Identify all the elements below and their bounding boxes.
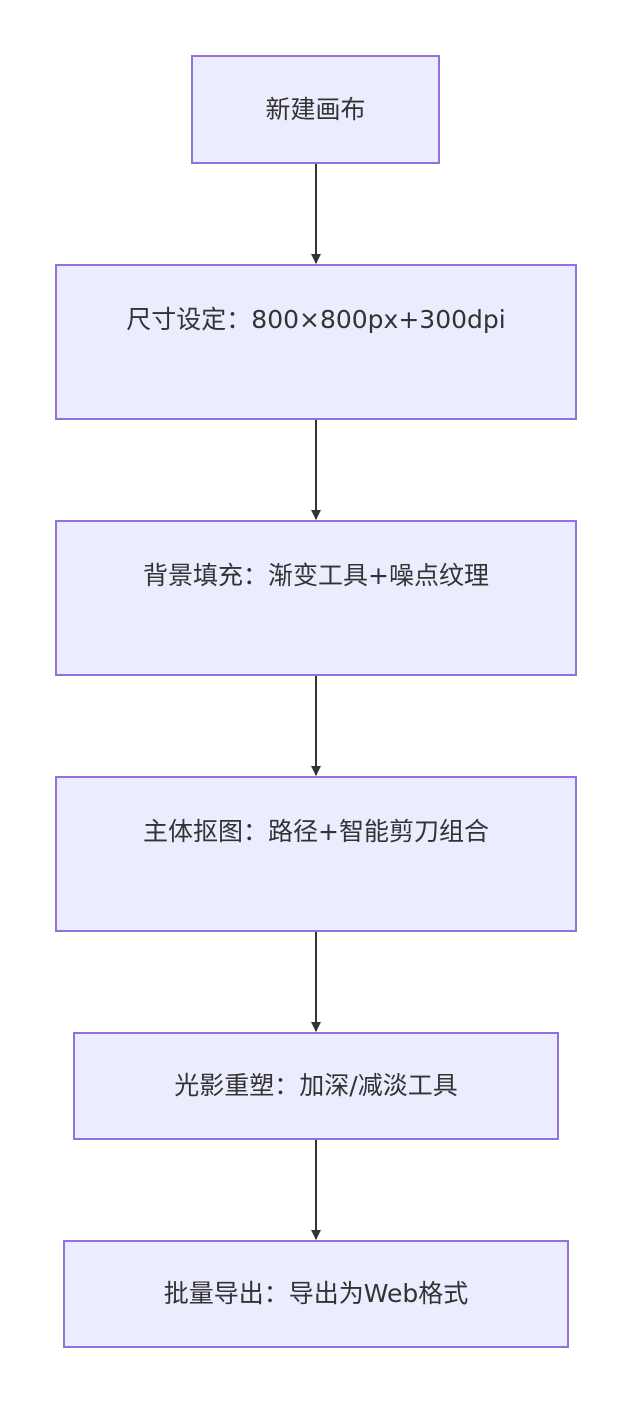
node-label: 尺寸设定：800×800px+300dpi	[126, 305, 506, 334]
node-label: 新建画布	[265, 94, 366, 124]
node-batch-export: 批量导出：导出为Web格式	[63, 1240, 569, 1348]
node-background-fill: 背景填充：渐变工具+噪点纹理	[55, 520, 577, 676]
node-label: 光影重塑：加深/减淡工具	[174, 1071, 458, 1100]
node-label: 主体抠图：路径+智能剪刀组合	[143, 817, 489, 846]
node-new-canvas: 新建画布	[191, 55, 440, 164]
node-light-reshape: 光影重塑：加深/减淡工具	[73, 1032, 559, 1140]
node-size-settings: 尺寸设定：800×800px+300dpi	[55, 264, 577, 420]
node-label: 背景填充：渐变工具+噪点纹理	[143, 561, 489, 590]
node-label: 批量导出：导出为Web格式	[163, 1279, 469, 1308]
node-subject-cutout: 主体抠图：路径+智能剪刀组合	[55, 776, 577, 932]
